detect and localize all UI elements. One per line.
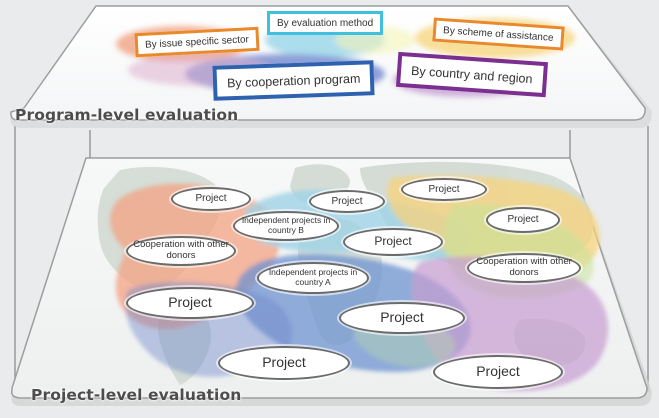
cooperation-with-other-donors-node: Cooperation with other donors — [467, 253, 581, 283]
independent-projects-country-a-node: Independent projects in country A — [257, 262, 369, 294]
node-label: Project — [262, 354, 306, 371]
node-label: Project — [374, 234, 412, 249]
project-node: Project — [343, 228, 443, 256]
project-node: Project — [433, 355, 563, 389]
node-label: Independent projects in country B — [241, 215, 331, 235]
project-node: Project — [486, 207, 560, 233]
tag-by-cooperation-program: By cooperation program — [212, 60, 375, 101]
independent-projects-country-b-node: Independent projects in country B — [233, 211, 339, 241]
project-node: Project — [401, 178, 487, 201]
project-node: Project — [126, 287, 254, 319]
program-level-title: Program-level evaluation — [15, 106, 239, 124]
project-node: Project — [339, 302, 465, 334]
node-label: Cooperation with other donors — [476, 256, 572, 278]
project-node: Project — [309, 190, 385, 213]
node-label: Independent projects in country A — [268, 267, 358, 287]
node-label: Project — [476, 363, 520, 380]
node-label: Project — [195, 193, 227, 205]
node-label: Project — [331, 195, 363, 207]
tag-by-evaluation-method: By evaluation method — [267, 11, 384, 35]
node-label: Project — [507, 214, 539, 226]
connector-frame — [14, 126, 649, 392]
project-node: Project — [218, 346, 350, 380]
cooperation-with-other-donors-node: Cooperation with other donors — [126, 236, 236, 266]
node-label: Cooperation with other donors — [133, 239, 229, 261]
project-node: Project — [171, 187, 251, 211]
node-label: Project — [380, 309, 424, 326]
node-label: Project — [168, 294, 212, 311]
project-level-title: Project-level evaluation — [31, 386, 242, 404]
node-label: Project — [428, 183, 460, 195]
